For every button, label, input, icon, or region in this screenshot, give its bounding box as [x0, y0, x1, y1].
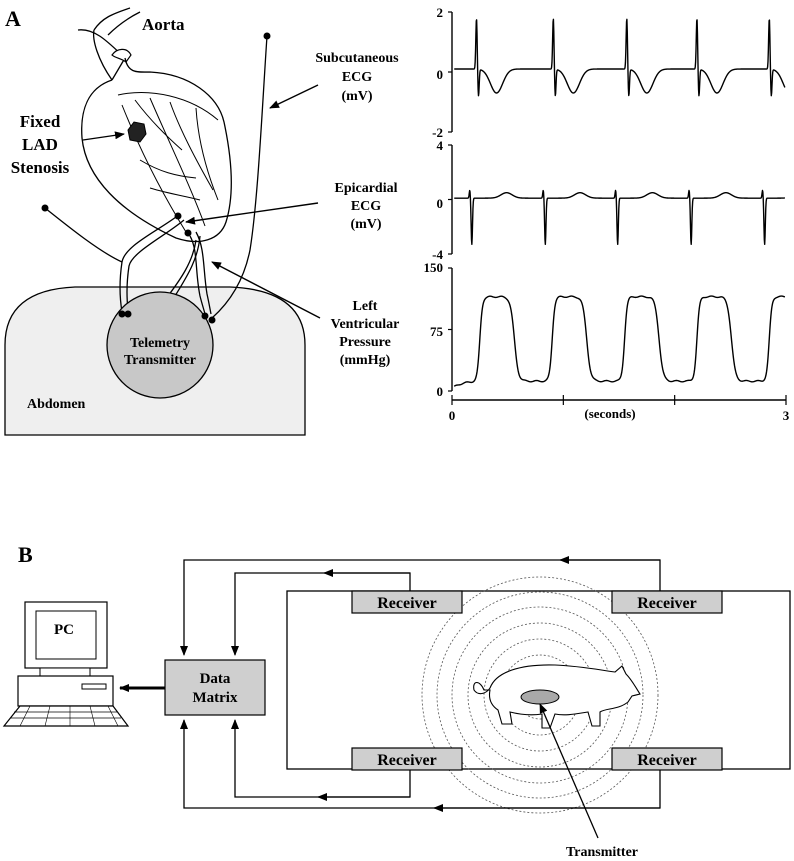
receiver-bottom-left-label: Receiver: [377, 752, 437, 769]
pc-label: PC: [54, 622, 74, 638]
lvp-tick-mid: 75: [430, 324, 444, 339]
abdomen-label: Abdomen: [27, 397, 86, 412]
pc-computer: [2, 601, 130, 727]
receiver-top-right: [611, 590, 723, 614]
ecg1-tick-mid: 0: [437, 67, 444, 82]
aorta-label: Aorta: [142, 15, 185, 34]
heart-illustration: [77, 7, 232, 243]
data-matrix-label-1: Data: [200, 671, 231, 687]
trace-left-ventricular-pressure: [453, 295, 786, 387]
x-axis-label: (seconds): [584, 406, 635, 421]
transmitter-lead-dot-1: [118, 310, 126, 318]
lvp-tick-bottom: 0: [437, 384, 444, 399]
receiver-top-right-label: Receiver: [637, 595, 697, 612]
lvp-arrow: [211, 261, 321, 319]
stenosis-label-1: Fixed: [20, 112, 61, 131]
lvp-label-4: (mmHg): [340, 353, 391, 368]
panel-b-letter: B: [18, 542, 33, 567]
subq-label-2: ECG: [342, 70, 372, 85]
implanted-transmitter: [520, 689, 560, 705]
subq-label-1: Subcutaneous: [315, 51, 399, 66]
subq-label-3: (mV): [341, 89, 372, 104]
stenosis-label-3: Stenosis: [11, 158, 70, 177]
ecg2-tick-top: 4: [437, 138, 444, 153]
stenosis-arrow: [82, 131, 125, 141]
transmitter-lead-dot-2: [124, 310, 132, 318]
transmitter-leads: [44, 35, 268, 319]
transmitter-lead-dot-3: [201, 312, 209, 320]
data-matrix-box: [164, 659, 266, 716]
telemetry-transmitter: [106, 291, 214, 399]
lvp-tick-top: 150: [424, 260, 444, 275]
receiver-bottom-left: [351, 747, 463, 771]
x-tick-0: 0: [449, 408, 456, 423]
trace-epicardial-ecg: [453, 189, 786, 246]
ecg2-tick-mid: 0: [437, 196, 444, 211]
lead-electrode-left: [41, 204, 49, 212]
data-matrix-label-2: Matrix: [193, 690, 238, 706]
x-tick-3: 3: [783, 408, 790, 423]
epi-label-1: Epicardial: [334, 181, 397, 196]
subq-arrow: [269, 84, 319, 109]
ecg1-tick-bottom: -2: [432, 125, 443, 140]
epi-label-3: (mV): [350, 217, 381, 232]
receiver-top-left: [351, 590, 463, 614]
epi-label-2: ECG: [351, 199, 381, 214]
lead-electrode-subcutaneous: [263, 32, 271, 40]
transmitter-label-b: Transmitter: [566, 845, 638, 860]
transmitter-label-2: Transmitter: [124, 353, 196, 368]
lvp-label-2: Ventricular: [331, 317, 400, 332]
stenosis-label-2: LAD: [22, 135, 58, 154]
receiver-wiring: [180, 556, 661, 812]
receiver-bottom-right: [611, 747, 723, 771]
lvp-label-1: Left: [353, 299, 378, 314]
transmitter-label-1: Telemetry: [130, 336, 190, 351]
receiver-top-left-label: Receiver: [377, 595, 437, 612]
signal-traces: [448, 11, 787, 405]
transmitter-lead-dot-4: [208, 316, 216, 324]
ecg2-tick-bottom: -4: [432, 247, 443, 262]
lvp-label-3: Pressure: [339, 335, 391, 350]
lead-electrode-epicardial-2: [184, 229, 192, 237]
transmitter-pointer: [539, 703, 599, 839]
trace-subcutaneous-ecg: [453, 18, 786, 97]
epi-arrow: [185, 202, 319, 225]
panel-a-letter: A: [5, 6, 21, 31]
ecg1-tick-top: 2: [437, 5, 444, 20]
receiver-bottom-right-label: Receiver: [637, 752, 697, 769]
lead-electrode-epicardial-1: [174, 212, 182, 220]
